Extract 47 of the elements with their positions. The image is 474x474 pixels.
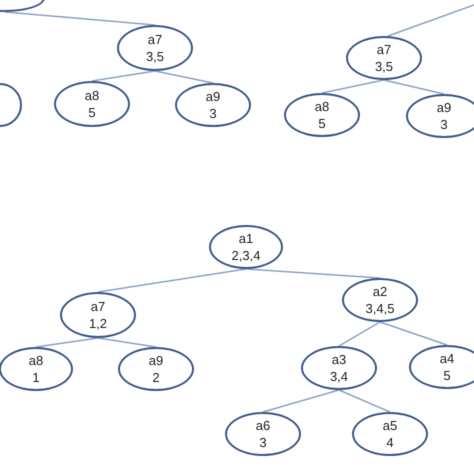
connector-line [338,321,380,347]
connector-line [246,268,380,279]
node-name: a9 [206,88,220,105]
connector-line [98,268,246,293]
node-name: a1 [238,230,254,247]
node-values: 3 [440,116,448,133]
connector-line [322,79,384,94]
node-name: a7 [90,298,106,315]
ellipse-node [409,345,474,389]
node-values: 3,4 [330,368,348,385]
connector-line [388,4,474,37]
connector-line [262,389,340,413]
node-values: 1,2 [88,315,108,332]
connector-line [4,11,156,26]
node-name: a4 [440,350,454,367]
node-values: 3,4,5 [366,300,394,317]
node-name: a8 [84,87,100,104]
ellipse-node [0,347,73,391]
node-name: a3 [332,351,346,368]
node-name: a9 [436,99,452,116]
node-name: a7 [148,31,162,48]
node-values: 3,5 [374,58,394,75]
node-values: 3 [209,105,217,122]
node-name: a5 [382,417,398,434]
node-name: a8 [28,352,44,369]
connector-line [98,337,156,348]
connector-line [36,337,98,348]
node-name: a7 [376,41,392,58]
node-name: a8 [314,98,330,115]
node-values: 5 [88,104,96,121]
node-values: 2,3,4 [232,247,260,264]
node-values: 2 [152,369,160,386]
node-name: a9 [148,352,164,369]
node-name: a2 [372,283,388,300]
node-values: 5 [443,367,451,384]
connector-line [338,389,390,413]
connector-line [154,70,214,84]
node-values: 4 [386,434,394,451]
node-values: 3,5 [146,48,164,65]
node-name: a6 [256,417,270,434]
connector-line [384,79,444,95]
node-values: 1 [32,369,40,386]
node-values: 5 [318,115,326,132]
connector-line [92,70,156,82]
connector-line [380,321,448,346]
ellipse-node [406,94,474,138]
node-values: 3 [259,434,267,451]
